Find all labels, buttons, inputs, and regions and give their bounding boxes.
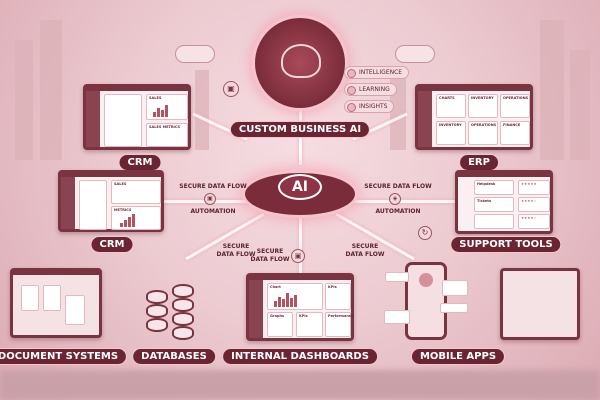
building (40, 20, 62, 160)
automation-label-left: AUTOMATION (190, 208, 236, 215)
documents-label: DOCUMENT SYSTEMS (0, 348, 128, 365)
rating-card: ★★★★★ (518, 180, 550, 195)
erp-label: ERP (459, 154, 499, 171)
kpis-card: KPIs (296, 312, 323, 337)
brain-hub (252, 15, 348, 111)
support-window[interactable]: Helpdesk Tickets ★★★★★ ★★★★☆ ★★★★☆ (455, 170, 553, 234)
shield-icon: ◈ (389, 193, 401, 205)
feature-intelligence: INTELLIGENCE (344, 66, 410, 79)
lightbulb-icon (347, 103, 356, 112)
sidebar (249, 280, 263, 338)
brain-icon (281, 44, 321, 78)
lock-icon: ▣ (204, 193, 216, 205)
feature-insights: INSIGHTS (344, 100, 395, 113)
rating-card: ★★★★☆ (518, 214, 550, 229)
notification-bubble (440, 303, 468, 313)
performance-card: Performance (325, 312, 353, 337)
notification-bubble (384, 310, 410, 324)
erp-card: INVENTORY (436, 121, 466, 145)
brain-icon (347, 69, 356, 78)
sync-icon: ↻ (418, 226, 432, 240)
notification-bubble (442, 280, 468, 296)
cloud-icon (175, 45, 215, 63)
database-icon (146, 318, 168, 332)
phone[interactable] (405, 262, 447, 340)
contacts-card (104, 94, 142, 147)
chart-card: Chart (267, 283, 323, 310)
dashboards-window[interactable]: Chart KPIs Graphs KPIs Performance (246, 273, 354, 341)
dashboards-label: INTERNAL DASHBOARDS (222, 348, 378, 365)
rating-card: ★★★★☆ (518, 197, 550, 212)
document-icon (21, 285, 39, 311)
flow-label-left: SECURE DATA FLOW (179, 183, 247, 190)
documents-window[interactable] (10, 268, 102, 338)
crm-mid-window[interactable]: SALES METRICS (58, 170, 164, 232)
flow-line (299, 205, 302, 275)
folder-icon (65, 295, 85, 325)
database-icon (172, 326, 194, 340)
metrics-card: METRICS (111, 206, 161, 230)
avatar (419, 273, 433, 287)
graphs-card: Graphs (267, 312, 293, 337)
sales-card: SALES (111, 180, 161, 204)
database-icon (146, 290, 168, 304)
building (540, 20, 564, 160)
sales-metrics-card: SALES METRICS (146, 123, 188, 147)
sidebar (86, 91, 100, 147)
notification-bubble (385, 272, 409, 282)
ai-core-label: AI (278, 174, 322, 200)
sidebar (418, 91, 432, 147)
mobile-label: MOBILE APPS (410, 348, 506, 365)
profile-window (500, 268, 580, 340)
crm-mid-label: CRM (90, 236, 134, 253)
hub-title: CUSTOM BUSINESS AI (229, 121, 371, 138)
erp-window[interactable]: CHARTS INVENTORY OPERATIONS INVENTORY OP… (415, 84, 533, 150)
crm-top-label: CRM (118, 154, 162, 171)
erp-card: FINANCE (500, 121, 530, 145)
sidebar (61, 177, 75, 229)
document-icon (43, 285, 61, 311)
automation-label-right: AUTOMATION (375, 208, 421, 215)
building (195, 70, 209, 150)
flow-label-right: SECURE DATA FLOW (364, 183, 432, 190)
database-icon (172, 298, 194, 312)
flow-line (130, 200, 250, 203)
tickets-card: Tickets (474, 197, 514, 212)
erp-card: OPERATIONS (468, 121, 498, 145)
kpi-gauge-card: KPIs (325, 283, 351, 310)
ticket-card (474, 214, 514, 229)
support-label: SUPPORT TOOLS (450, 236, 562, 253)
sales-card: SALES (146, 94, 188, 120)
helpdesk-card: Helpdesk (474, 180, 514, 195)
profile-card (79, 180, 107, 230)
feature-learning: LEARNING (344, 83, 397, 96)
lock-icon: ▣ (223, 81, 239, 97)
erp-card: CHARTS (436, 94, 466, 118)
bottom-blur (0, 370, 600, 400)
building (15, 40, 33, 160)
crm-top-window[interactable]: SALES SALES METRICS (83, 84, 191, 150)
databases-label: DATABASES (132, 348, 216, 365)
flow-line (350, 200, 470, 203)
erp-card: OPERATIONS (500, 94, 530, 118)
database-icon (172, 312, 194, 326)
book-icon (347, 86, 356, 95)
lock-icon: ▣ (291, 249, 305, 263)
building (570, 50, 590, 160)
database-icon (146, 304, 168, 318)
database-icon (172, 284, 194, 298)
erp-card: INVENTORY (468, 94, 498, 118)
cloud-icon (395, 45, 435, 63)
